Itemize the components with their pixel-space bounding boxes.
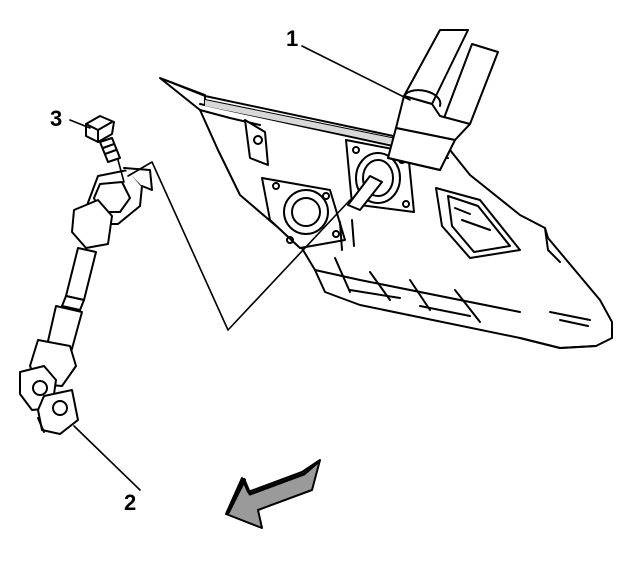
assembly-guide-lines: [117, 159, 351, 331]
intermediate-shaft: [19, 167, 153, 435]
callout-label-1: 1: [286, 26, 299, 51]
steering-column: [387, 29, 499, 171]
callout-label-2: 2: [124, 490, 137, 515]
leader-line-3: [69, 119, 91, 129]
pinch-bolt: [85, 115, 121, 163]
leader-line-1: [301, 45, 411, 101]
front-direction-arrow-icon: [225, 459, 321, 529]
leader-line-2: [73, 425, 141, 491]
callout-label-3: 3: [50, 106, 63, 131]
dash-panel: [159, 77, 613, 349]
callout-leaders: [69, 45, 411, 491]
